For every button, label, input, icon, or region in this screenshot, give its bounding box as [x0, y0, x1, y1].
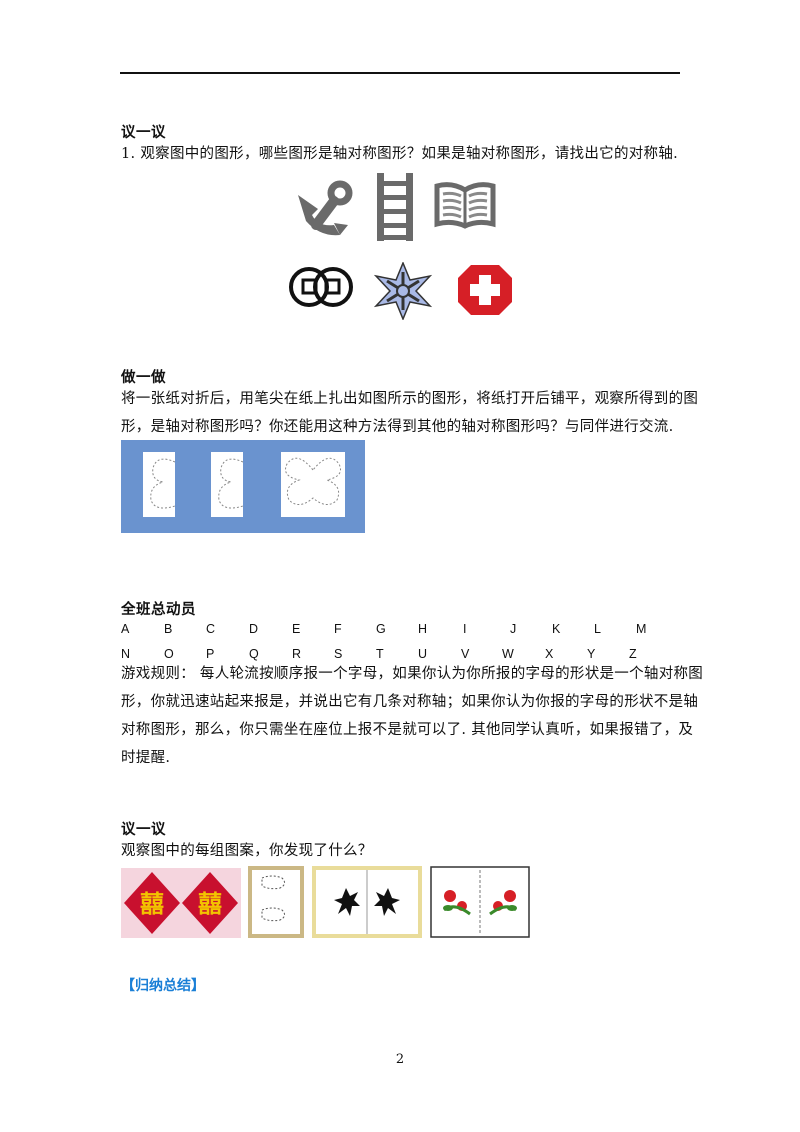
letter: N — [121, 647, 131, 661]
coins-figure — [289, 267, 353, 307]
section1-heading: 议一议 — [121, 125, 166, 141]
section1-question: 1. 观察图中的图形，哪些图形是轴对称图形？如果是轴对称图形，请找出它的对称轴. — [121, 146, 679, 162]
letter: H — [418, 622, 428, 636]
section2-line1: 将一张纸对折后，用笔尖在纸上扎出如图所示的图形，将纸打开后铺平，观察所得到的图 — [121, 391, 699, 407]
game-rules-line4: 时提醒. — [121, 750, 171, 766]
letter: J — [510, 622, 517, 636]
letter: S — [334, 647, 343, 661]
letter: I — [463, 622, 467, 636]
section2-heading: 做一做 — [121, 370, 166, 386]
book-figure — [434, 182, 496, 229]
letter: K — [552, 622, 561, 636]
letter: L — [594, 622, 601, 636]
letter: O — [164, 647, 174, 661]
letter: Y — [587, 647, 596, 661]
letter: E — [292, 622, 301, 636]
section4-heading: 议一议 — [121, 822, 166, 838]
letter: Q — [249, 647, 259, 661]
xi-character-left: 囍 — [140, 890, 164, 918]
page-number: 2 — [395, 1052, 405, 1067]
section3-heading: 全班总动员 — [121, 602, 196, 618]
letter: B — [164, 622, 173, 636]
folded-paper-figure — [121, 440, 365, 533]
section4-question: 观察图中的每组图案，你发现了什么？ — [121, 843, 373, 859]
letter: T — [376, 647, 384, 661]
section2-line2: 形，是轴对称图形吗？你还能用这种方法得到其他的轴对称图形吗？与同伴进行交流. — [121, 419, 674, 435]
letter: A — [121, 622, 130, 636]
red-cross-figure — [458, 265, 512, 315]
game-rules-line1: 游戏规则： 每人轮流按顺序报一个字母，如果你认为你所报的字母的形状是一个轴对称图 — [121, 666, 704, 682]
summary-heading: 【归纳总结】 — [121, 978, 205, 994]
letter: M — [636, 622, 647, 636]
letter: Z — [629, 647, 637, 661]
ladder-figure — [377, 173, 413, 241]
ink-blot-figure — [312, 866, 422, 938]
letter: F — [334, 622, 342, 636]
letter: P — [206, 647, 215, 661]
letter: G — [376, 622, 386, 636]
double-happiness-figure: 囍 囍 — [121, 868, 241, 938]
letter: X — [545, 647, 554, 661]
xi-character-right: 囍 — [198, 890, 222, 918]
letter: R — [292, 647, 302, 661]
game-rules-line2: 形，你就迅速站起来报是，并说出它有几条对称轴；如果你认为你报的字母的形状不是轴 — [121, 694, 699, 710]
letter: D — [249, 622, 259, 636]
game-rules-line3: 对称图形，那么，你只需坐在座位上报不是就可以了. 其他同学认真听，如果报错了，及 — [121, 722, 694, 738]
header-rule — [120, 72, 680, 74]
letter: W — [502, 647, 514, 661]
anchor-figure — [298, 180, 353, 236]
letter: C — [206, 622, 216, 636]
snowflake-figure — [374, 262, 432, 320]
footprints-figure — [248, 866, 304, 938]
letter: V — [461, 647, 470, 661]
flowers-figure — [430, 866, 530, 938]
letter: U — [418, 647, 428, 661]
